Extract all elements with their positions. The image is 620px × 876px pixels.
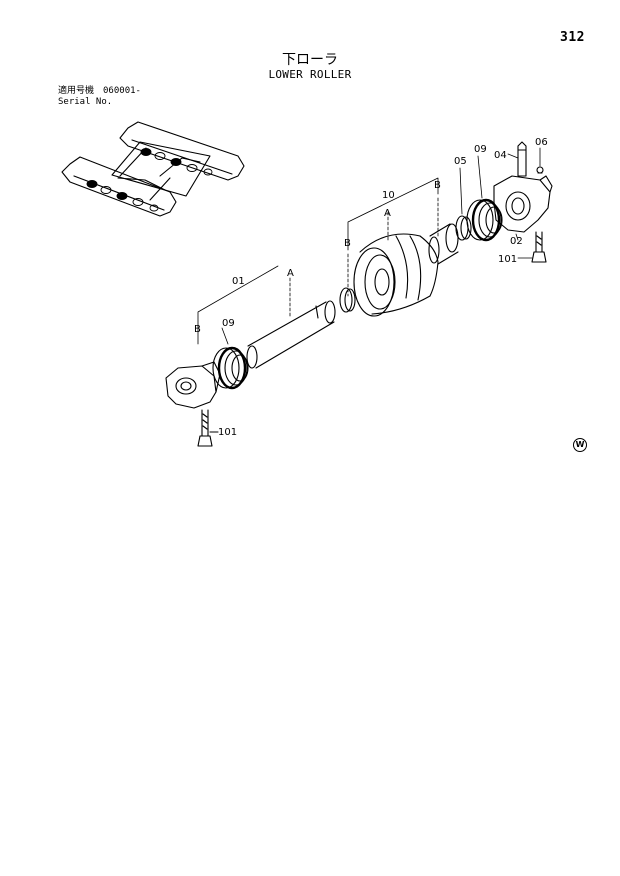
- callout-101-right: 101: [498, 254, 517, 265]
- serial-label-en: Serial No.: [58, 97, 113, 107]
- serial-block: 適用号機 060001- Serial No.: [58, 86, 141, 108]
- ref-b-mid: B: [344, 238, 351, 249]
- left-o-ring: [339, 287, 356, 313]
- serial-value: 060001-: [103, 86, 141, 96]
- callout-02: 02: [510, 236, 523, 247]
- roller-body-10: [353, 233, 439, 317]
- right-bolt-101: [531, 231, 547, 263]
- callout-101-left: 101: [218, 427, 237, 438]
- callout-06: 06: [535, 137, 548, 148]
- left-bolt-101: [197, 409, 219, 447]
- right-hub: [428, 223, 459, 265]
- callout-01: 01: [232, 276, 245, 287]
- callout-04: 04: [494, 150, 507, 161]
- track-frame-thumbnail: [61, 121, 245, 217]
- leader-lines: [197, 147, 541, 433]
- page-title-en: LOWER ROLLER: [268, 68, 352, 81]
- ref-b-right: B: [434, 180, 441, 191]
- callout-10: 10: [382, 190, 395, 201]
- ref-a-left: A: [287, 268, 294, 279]
- pin-04: [517, 141, 527, 177]
- shaft-01: [246, 300, 336, 369]
- serial-label-jp: 適用号機: [58, 86, 95, 96]
- left-bracket-part: [165, 361, 221, 409]
- w-mark: W: [573, 438, 587, 452]
- page-title-jp: 下ローラ: [282, 52, 338, 68]
- ref-a-right: A: [384, 208, 391, 219]
- screw-06: [536, 166, 544, 174]
- ref-b-left: B: [194, 324, 201, 335]
- callout-09-right: 09: [474, 144, 487, 155]
- o-ring-05: [455, 215, 472, 241]
- serial-row: 適用号機 060001-: [58, 86, 141, 97]
- left-seal-09: [212, 346, 249, 390]
- page-number: 312: [560, 30, 585, 45]
- right-seal-09: [466, 198, 503, 242]
- callout-05: 05: [454, 156, 467, 167]
- callout-09-left: 09: [222, 318, 235, 329]
- right-bracket-02: [493, 175, 553, 233]
